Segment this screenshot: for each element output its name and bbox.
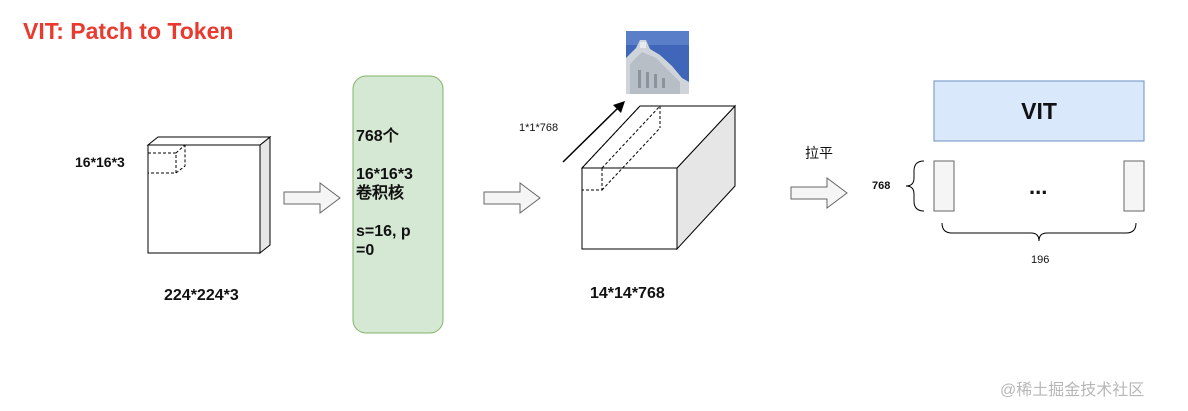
arrow-1 — [283, 182, 341, 214]
conv-line — [356, 146, 440, 165]
patch-image-thumbnail — [626, 31, 689, 94]
conv-kernel-box — [352, 75, 444, 334]
token-count-label: 196 — [1031, 254, 1050, 266]
conv-line: s=16, p — [356, 223, 411, 240]
conv-line — [356, 203, 440, 222]
input-image-block — [146, 135, 272, 255]
vit-label: VIT — [1021, 97, 1057, 124]
token-size-label: 1*1*768 — [519, 122, 559, 134]
token-count-brace — [941, 222, 1137, 242]
token-last — [1123, 160, 1145, 212]
conv-kernel-text: 768个 16*16*3 卷积核 s=16, p =0 — [356, 127, 440, 260]
feature-map-cube — [580, 104, 737, 251]
arrow-3 — [790, 177, 848, 209]
token-column-outline — [581, 105, 661, 191]
flatten-label: 拉平 — [805, 145, 833, 161]
conv-line: 16*16*3 — [356, 166, 413, 183]
patch-outline — [147, 144, 186, 174]
patch-size-label: 16*16*3 — [75, 154, 125, 170]
token-dim-brace — [905, 160, 925, 212]
token-direction-arrow — [562, 101, 625, 163]
token-dim-label: 768 — [872, 180, 891, 192]
watermark: @稀土掘金技术社区 — [1000, 382, 1145, 399]
page-title: VIT: Patch to Token — [23, 18, 234, 44]
token-ellipsis: ... — [1029, 174, 1048, 199]
arrow-2 — [483, 182, 541, 214]
vit-box — [933, 80, 1145, 142]
token-first — [933, 160, 955, 212]
feature-map-size-label: 14*14*768 — [590, 285, 665, 302]
conv-line: 卷积核 — [356, 185, 405, 202]
input-size-label: 224*224*3 — [164, 287, 239, 304]
conv-line: =0 — [356, 242, 375, 259]
conv-line: 768个 — [356, 128, 399, 145]
